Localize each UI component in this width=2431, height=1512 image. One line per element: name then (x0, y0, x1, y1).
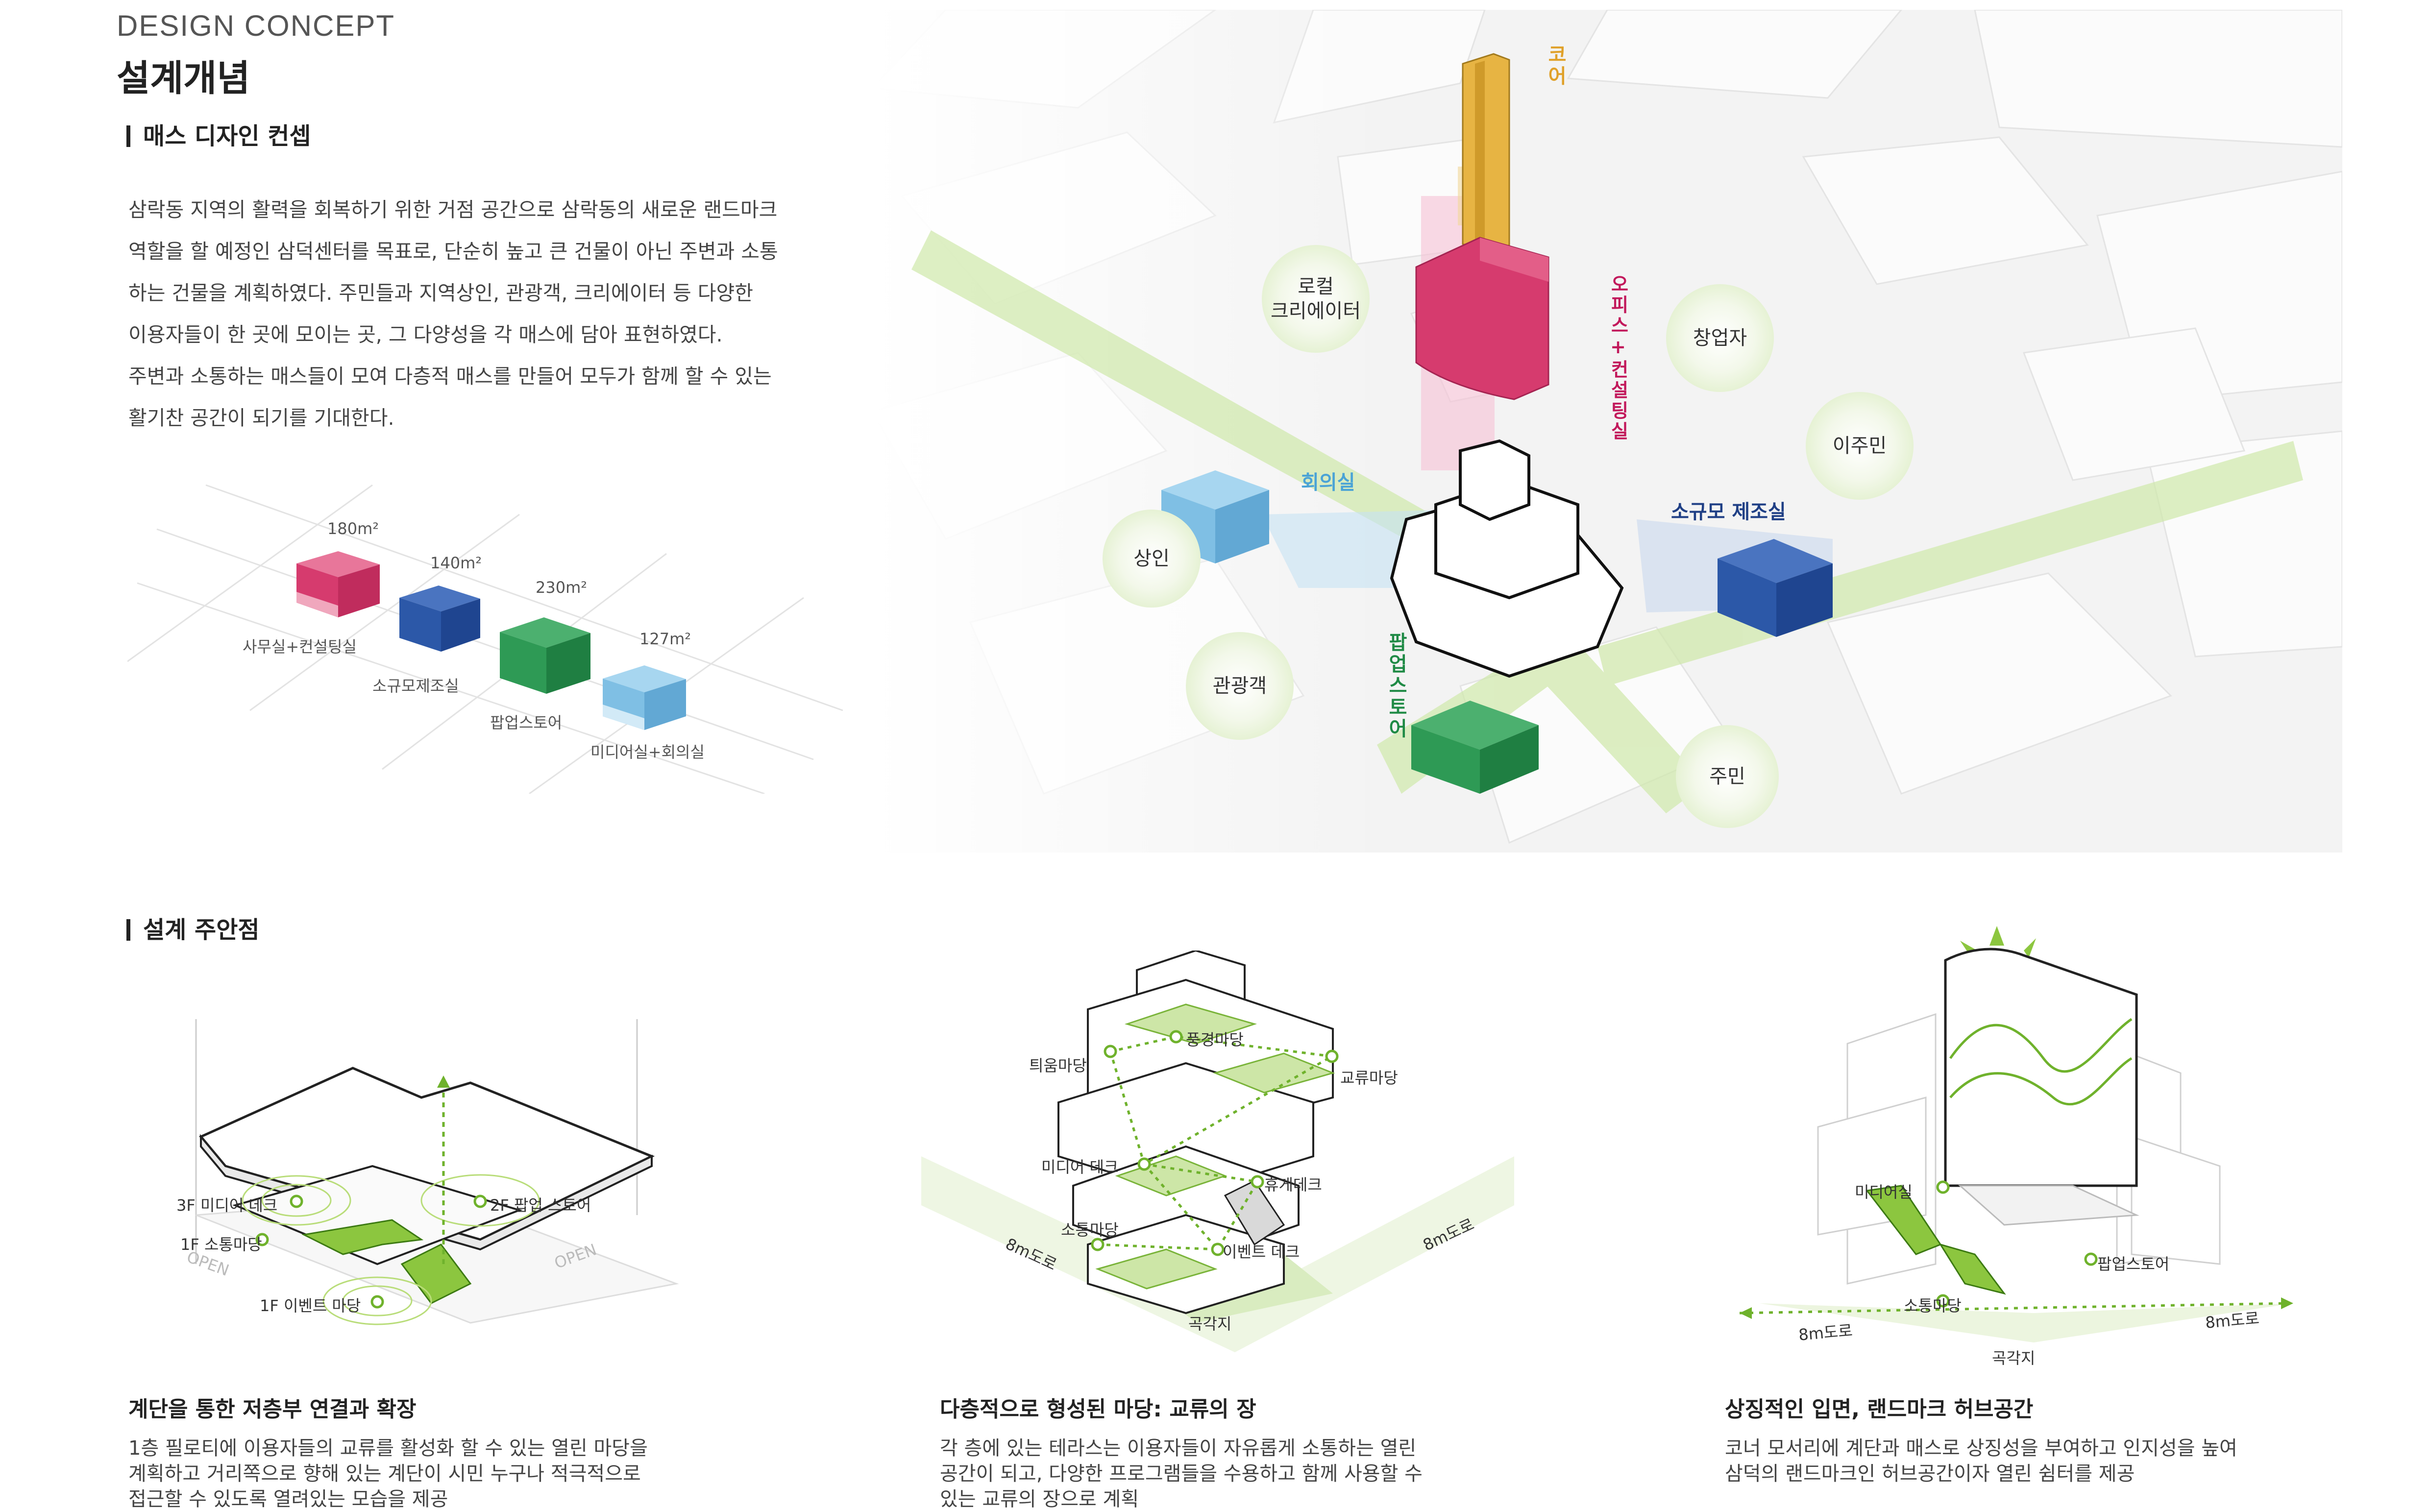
detail2-corner: 곡각지 (1188, 1315, 1232, 1333)
merchant-label: 상인 (1133, 547, 1170, 570)
detail2-rest-deck: 휴게데크 (1264, 1175, 1322, 1194)
mass-name-label: 미디어실+회의실 (590, 743, 705, 761)
radial-rings (242, 1174, 540, 1325)
detail3-popup: 팝업스토어 (2097, 1255, 2170, 1273)
main-concept-diagram (872, 10, 2342, 853)
detail1-event-yard: 1F 이벤트 마당 (260, 1296, 361, 1315)
detail1-body-line: 계획하고 거리쪽으로 향해 있는 계단이 시민 누구나 적극적으로 (128, 1463, 641, 1485)
detail3-road-left: 8m도로 (1797, 1321, 1854, 1344)
creator-label-2: 크리에이터 (1271, 300, 1361, 322)
detail2-event-deck: 이벤트 데크 (1223, 1243, 1300, 1261)
mass-popup-cube (500, 617, 590, 694)
detail1-popup: 2F 팝업 스토어 (490, 1196, 591, 1215)
popup-store-cube (1411, 701, 1539, 794)
detail-diagram-yards (921, 951, 1514, 1352)
mass-office-cube (296, 551, 380, 617)
mass-area-label: 230m² (536, 578, 588, 597)
detail3-body: 코너 모서리에 계단과 매스로 상징성을 부여하고 인지성을 높여 삼덕의 랜드… (1725, 1436, 2362, 1487)
detail1-body-line: 1층 필로티에 이용자들의 교류를 활성화 할 수 있는 열린 마당을 (128, 1437, 648, 1460)
manufacturing-label: 소규모 제조실 (1671, 501, 1786, 523)
mass-legend-grid (127, 484, 843, 794)
eyebrow-label: DESIGN CONCEPT (117, 9, 395, 42)
popup-label: 팝업스토어 (1385, 632, 1407, 740)
detail1-body: 1층 필로티에 이용자들의 교류를 활성화 할 수 있는 열린 마당을 계획하고… (128, 1436, 765, 1512)
detail3-corner: 곡각지 (1992, 1349, 2036, 1367)
detail1-title: 계단을 통한 저층부 연결과 확장 (128, 1397, 417, 1422)
office-label: 오피스+컨설팅실 (1607, 274, 1629, 442)
section-heading-points-text: 설계 주안점 (143, 916, 260, 944)
concept-line: 하는 건물을 계획하였다. 주민들과 지역상인, 관광객, 크리에이터 등 다양… (128, 281, 753, 305)
user-circle-migrant: 이주민 (1806, 392, 1914, 500)
detail2-comm-yard: 소통마당 (1061, 1220, 1119, 1239)
detail2-scenery: 풍경마당 (1186, 1030, 1244, 1049)
detail-diagram-stairs (195, 1019, 679, 1325)
concept-line: 삼락동 지역의 활력을 회복하기 위한 거점 공간으로 삼락동의 새로운 랜드마… (128, 198, 778, 221)
facade-wave-1 (1949, 1018, 2133, 1073)
detail3-body-line: 코너 모서리에 계단과 매스로 상징성을 부여하고 인지성을 높여 (1725, 1437, 2237, 1460)
stair-ramp (301, 1219, 424, 1255)
landmark-ground (1759, 1303, 2293, 1342)
concept-line: 활기찬 공간이 되기를 기대한다. (128, 406, 394, 430)
mass-manufacturing-cube (399, 585, 480, 652)
mass-name-label: 사무실+컨설팅실 (243, 637, 357, 656)
creator-label-1: 로컬 (1298, 275, 1334, 298)
page-title: 설계개념 (117, 57, 250, 99)
tourist-label: 관광객 (1212, 675, 1267, 697)
concept-line: 주변과 소통하는 매스들이 모여 다층적 매스를 만들어 모두가 함께 할 수 … (128, 365, 772, 388)
mass-area-label: 180m² (327, 519, 379, 538)
office-tower (1415, 237, 1549, 400)
mass-media-cube (603, 665, 686, 730)
detail2-media-deck: 미디어 데크 (1041, 1158, 1119, 1176)
resident-label: 주민 (1709, 765, 1745, 788)
mass-area-label: 127m² (639, 630, 691, 648)
user-circle-startup: 창업자 (1666, 284, 1774, 392)
mass-name-label: 소규모제조실 (372, 677, 459, 695)
detail3-road-right: 8m도로 (2204, 1309, 2260, 1332)
startup-label: 창업자 (1693, 327, 1747, 349)
detail1-comm-yard: 1F 소통마당 (180, 1235, 262, 1254)
detail2-body-line: 공간이 되고, 다양한 프로그램들을 수용하고 함께 사용할 수 (940, 1463, 1423, 1485)
detail3-title: 상징적인 입면, 랜드마크 허브공간 (1725, 1397, 2034, 1422)
manufacturing-cube (1718, 539, 1833, 637)
facade-wave-2 (1949, 1057, 2133, 1106)
landmark-facade (1944, 948, 2138, 1187)
concept-paragraph: 삼락동 지역의 활력을 회복하기 위한 거점 공간으로 삼락동의 새로운 랜드마… (128, 189, 863, 439)
detail3-comm-yard: 소통마당 (1904, 1296, 1962, 1315)
section-heading-points: 설계 주안점 (126, 910, 260, 945)
stair-block (1224, 1180, 1285, 1246)
detail2-exchange: 교류마당 (1340, 1069, 1398, 1087)
detail2-open-yard: 틔움마당 (1029, 1056, 1087, 1075)
core-tower (1462, 53, 1510, 256)
core-label: 코어 (1544, 44, 1567, 87)
detail2-body-line: 있는 교류의 장으로 계획 (940, 1488, 1139, 1511)
detail2-body-line: 각 층에 있는 테라스는 이용자들이 자유롭게 소통하는 열린 (940, 1437, 1417, 1460)
detail2-body: 각 층에 있는 테라스는 이용자들이 자유롭게 소통하는 열린 공간이 되고, … (940, 1436, 1577, 1512)
detail3-body-line: 삼덕의 랜드마크인 허브공간이자 열린 쉼터를 제공 (1725, 1463, 2135, 1485)
meeting-label: 회의실 (1301, 471, 1355, 494)
terrace-fills (1095, 1003, 1335, 1290)
mass-area-label: 140m² (430, 554, 482, 572)
section-heading-mass-text: 매스 디자인 컨셉 (143, 122, 311, 150)
detail2-title: 다층적으로 형성된 마당: 교류의 장 (940, 1397, 1256, 1422)
mass-legend-diagram (127, 484, 843, 794)
detail1-media-deck: 3F 미디어 데크 (176, 1196, 278, 1215)
user-circle-merchant: 상인 (1103, 510, 1201, 608)
landmark-side-masses (1817, 1013, 2221, 1285)
concept-line: 이용자들이 한 곳에 모이는 곳, 그 다양성을 각 매스에 담아 표현하였다. (128, 323, 723, 346)
user-circle-resident: 주민 (1676, 725, 1779, 828)
detail-diagram-landmark (1739, 926, 2293, 1342)
central-building (1390, 439, 1624, 678)
meeting-room-cube (1161, 470, 1269, 563)
road-line (1739, 1302, 2289, 1315)
concept-line: 역할을 할 예정인 삼덕센터를 목표로, 단순히 높고 큰 건물이 아닌 주변과… (128, 240, 778, 263)
migrant-label: 이주민 (1832, 435, 1887, 457)
mass-name-label: 팝업스토어 (490, 713, 563, 732)
detail3-media-room: 미디어실 (1855, 1183, 1913, 1201)
section-heading-mass: 매스 디자인 컨셉 (126, 117, 311, 151)
user-circle-tourist: 관광객 (1186, 632, 1294, 740)
detail1-body-line: 접근할 수 있도록 열려있는 모습을 제공 (128, 1488, 448, 1511)
